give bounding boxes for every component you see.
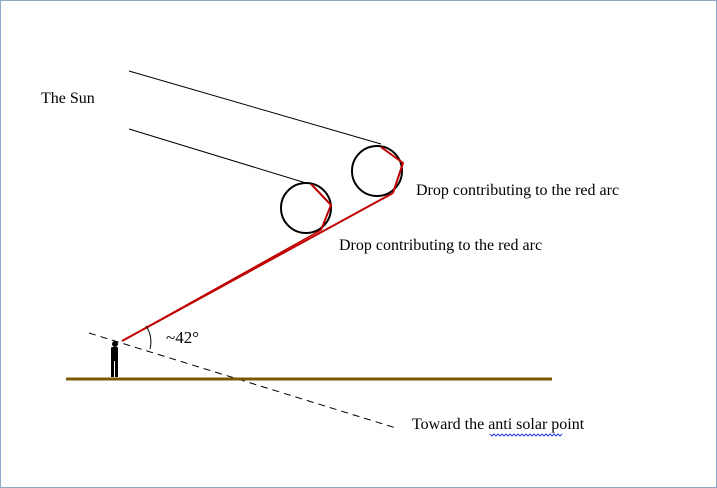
spellcheck-underline bbox=[489, 433, 563, 437]
anti-solar-prefix: Toward the bbox=[412, 416, 488, 433]
raindrop-upper bbox=[351, 145, 405, 197]
raindrop-lower bbox=[280, 182, 333, 234]
anti-solar-label: Toward the anti solar point bbox=[412, 416, 585, 433]
angle-arc bbox=[145, 325, 152, 350]
sun-ray-lower bbox=[128, 128, 307, 184]
angle-label: ~42° bbox=[166, 328, 199, 347]
anti-solar-suffix: point bbox=[547, 416, 584, 433]
sun-label: The Sun bbox=[41, 90, 95, 107]
person-silhouette-icon bbox=[111, 341, 118, 377]
sun-ray-upper bbox=[128, 70, 382, 145]
anti-solar-word: anti solar bbox=[488, 416, 548, 433]
drop-label-lower: Drop contributing to the red arc bbox=[339, 237, 542, 254]
red-ray-lower bbox=[121, 229, 322, 342]
drop-label-upper: Drop contributing to the red arc bbox=[416, 182, 619, 199]
